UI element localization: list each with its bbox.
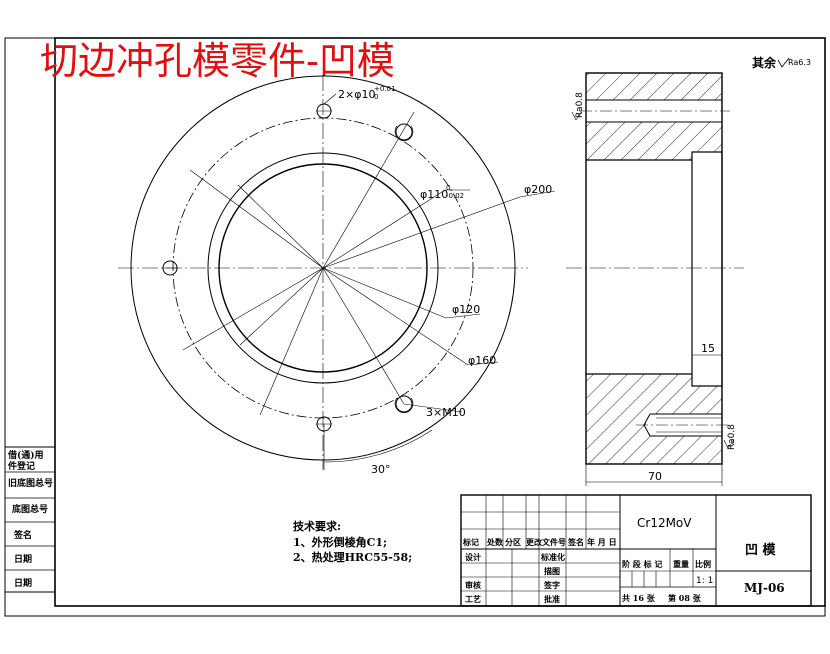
dim-d160: φ160	[468, 354, 496, 367]
left-strip-labels: 借(通)用 件登记 旧底图总号 底图总号 签名 日期 日期	[7, 449, 53, 589]
section-view	[566, 72, 744, 486]
dim-thread: 3×M10	[426, 406, 466, 419]
change-header: 处数	[486, 537, 504, 547]
part-name: 凹 模	[745, 542, 777, 558]
thread-hole-upper	[395, 123, 413, 141]
roughness-value: Ra6.3	[788, 58, 811, 67]
drawing-frame	[54, 37, 826, 607]
label-design: 设计	[465, 552, 481, 562]
dim-ra-top: Ra0.8	[575, 92, 585, 118]
dim-d200: φ200	[524, 183, 552, 196]
left-strip	[4, 446, 56, 593]
tech-requirements: 技术要求: 1、外形倒棱角C1; 2、热处理HRC55-58;	[293, 519, 412, 564]
change-header: 年 月 日	[587, 537, 617, 547]
label-process: 工艺	[465, 594, 481, 604]
strip-label: 日期	[14, 577, 32, 589]
weight-label: 重量	[673, 559, 689, 569]
scale-label: 比例	[695, 559, 711, 569]
circle-120	[207, 152, 439, 384]
dim-width: 70	[648, 470, 662, 483]
strip-label: 件登记	[8, 460, 35, 472]
label-sign: 签字	[543, 580, 560, 590]
strip-label: 签名	[13, 529, 32, 541]
dim-step: 15	[701, 342, 715, 355]
tech-req-heading: 技术要求:	[293, 519, 341, 533]
dim-bore-tol-upper: 0	[446, 184, 450, 192]
section-view-dims: 70 15 Ra0.8 Ra0.8	[575, 92, 737, 483]
dim-hole-tol-lower: 0	[374, 93, 378, 101]
strip-label: 旧底图总号	[8, 477, 53, 489]
dim-angle: 30°	[371, 463, 391, 476]
outer-circle-200	[130, 75, 516, 461]
front-view	[118, 75, 556, 470]
stage-label: 阶 段 标 记	[622, 559, 662, 569]
strip-label: 日期	[14, 553, 32, 565]
label-standardize: 标准化	[540, 552, 565, 562]
strip-label: 借(通)用	[7, 449, 44, 461]
dim-hole-tol-upper: +0.01	[374, 85, 395, 93]
dim-bore-tol-lower: -0.02	[446, 192, 464, 200]
roughness-prefix: 其余	[752, 55, 777, 70]
material: Cr12MoV	[637, 516, 692, 530]
title-block	[460, 494, 812, 607]
scale-value: 1: 1	[696, 576, 713, 586]
label-check: 审核	[465, 580, 481, 590]
title-block-text: Cr12MoV 凹 模 MJ-06 1: 1 标记 处数 分区 更改文件号 签名…	[462, 516, 785, 604]
label-approve: 批准	[544, 594, 560, 604]
roughness-note: 其余 Ra6.3	[752, 55, 811, 70]
roughness-symbol-icon	[777, 57, 790, 68]
drawing-number: MJ-06	[744, 581, 785, 595]
tech-req-item-2: 2、热处理HRC55-58;	[293, 550, 412, 564]
label-draw: 描图	[544, 566, 560, 576]
strip-label: 底图总号	[12, 503, 48, 515]
bore-circle-110	[218, 163, 428, 373]
tech-req-item-1: 1、外形倒棱角C1;	[293, 535, 387, 549]
change-header: 分区	[505, 537, 521, 547]
dim-hole-count: 2×φ10	[338, 88, 375, 101]
sheet-number: 第 08 张	[668, 593, 702, 603]
change-header: 签名	[567, 537, 584, 547]
change-header: 标记	[462, 537, 479, 547]
change-header: 更改文件号	[526, 537, 566, 547]
dim-d120: φ120	[452, 303, 480, 316]
front-view-dims: 2×φ10 +0.01 0 φ110 0 -0.02 φ200 φ120 φ16…	[338, 85, 552, 476]
thread-hole-lower	[395, 395, 413, 413]
dim-ra-bottom: Ra0.8	[727, 424, 737, 450]
dim-bore: φ110	[420, 188, 448, 201]
page-title: 切边冲孔模零件-凹模	[40, 39, 395, 83]
sheets-total: 共 16 张	[622, 593, 656, 603]
